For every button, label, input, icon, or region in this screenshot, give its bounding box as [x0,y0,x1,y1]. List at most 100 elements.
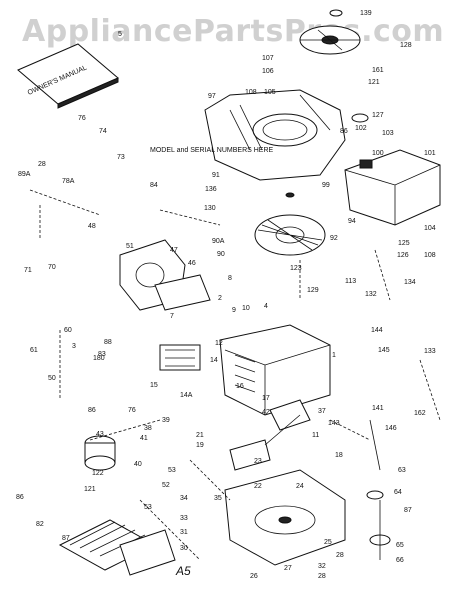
part-label: 31 [180,529,188,536]
part-label: 146 [385,425,397,432]
part-label: 28 [318,573,326,580]
part-label: 162 [414,410,426,417]
part-label: 129 [307,287,319,294]
part-label: 18 [335,452,343,459]
part-label: 102 [355,125,367,132]
part-label: 121 [84,486,96,493]
part-label: 83 [98,351,106,358]
flywheel [254,192,326,256]
part-label: 53 [144,504,152,511]
part-label: 99 [322,182,330,189]
part-label: 132 [365,291,377,298]
part-label: 126 [397,252,409,259]
part-label: 76 [128,407,136,414]
carburetor [119,239,211,311]
part-label: 43 [96,431,104,438]
part-label: 125 [398,240,410,247]
part-label: 108 [424,252,436,259]
part-label: 41 [140,435,148,442]
part-label: 23 [254,458,262,465]
part-label: 11 [312,432,319,439]
part-label: 25 [324,539,332,546]
part-label: 94 [348,218,356,225]
part-label: 133 [424,348,436,355]
part-label: 101 [424,150,436,157]
part-label: 2 [218,295,222,302]
part-label: 87 [404,507,412,514]
part-label: 32 [318,563,326,570]
part-label: 106 [262,68,274,75]
part-label: 50 [48,375,56,382]
part-label: 33 [180,515,188,522]
part-label: 113 [345,278,356,285]
serial-note: MODEL and SERIAL NUMBERS HERE [150,147,274,154]
part-label: 9 [232,307,236,314]
part-label: 48 [88,223,96,230]
part-label: 104 [424,225,436,232]
engine-block [159,324,331,416]
part-label: 71 [24,267,32,274]
part-label: 42 [262,409,270,416]
part-label: 161 [372,67,384,74]
part-label: 17 [262,395,270,402]
part-label: 34 [180,495,188,502]
part-label: 52 [162,482,170,489]
part-label: 30 [180,545,188,552]
part-label: 28 [336,552,344,559]
part-label: 65 [396,542,404,549]
part-label: 127 [372,112,384,119]
part-label: 39 [162,417,170,424]
part-label: 19 [196,442,204,449]
part-label: 144 [371,327,383,334]
part-label: 8 [228,275,232,282]
part-label: 51 [126,243,134,250]
part-label: 61 [30,347,38,354]
part-label: 139 [360,10,372,17]
part-label: 73 [117,154,125,161]
part-label: 145 [378,347,390,354]
part-label: 14A [180,392,193,399]
muffler [58,519,176,576]
part-label: 64 [394,489,402,496]
part-label: 123 [290,265,302,272]
part-label: 3 [72,343,76,350]
part-label: 90 [217,251,225,258]
engine-sump [224,469,346,566]
part-label: 105 [264,89,276,96]
recoil-starter [299,9,361,55]
part-label: 12 [215,340,223,347]
part-label: 24 [296,483,304,490]
part-label: 136 [205,186,217,193]
part-label: 53 [168,467,176,474]
part-label: 63 [398,467,406,474]
part-label: 47 [170,247,178,254]
part-label: 28 [38,161,46,168]
part-label: 97 [208,93,216,100]
part-label: 27 [284,565,292,572]
part-label: 1 [332,352,336,359]
part-label: 78A [62,178,75,185]
part-label: 86 [16,494,24,501]
part-label: 74 [99,128,107,135]
part-label: 26 [250,573,258,580]
part-label: 90A [212,238,225,245]
part-label: 35 [214,495,222,502]
part-label: 82 [36,521,44,528]
part-label: 84 [150,182,158,189]
part-label: 122 [92,470,104,477]
part-label: 141 [372,405,384,412]
part-label: 87 [62,535,70,542]
part-label: 70 [48,264,56,271]
part-label: 4 [264,303,268,310]
part-label: 16 [236,383,244,390]
part-label: 86 [88,407,96,414]
part-label: 37 [318,408,326,415]
part-label: 76 [78,115,86,122]
part-label: 14 [210,357,218,364]
part-label: 130 [204,205,216,212]
part-label: 128 [400,42,412,49]
part-label: 91 [212,172,220,179]
part-label: 60 [64,327,72,334]
part-label: 38 [144,425,152,432]
